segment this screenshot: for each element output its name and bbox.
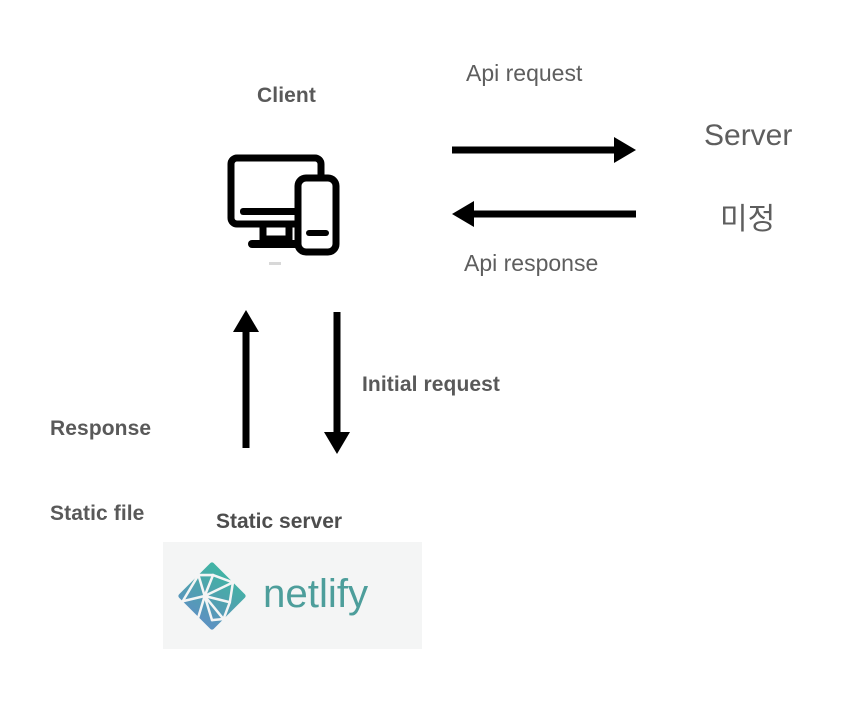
response-static-file-label-line2: Static file — [50, 501, 145, 525]
api-response-arrow — [446, 196, 642, 237]
netlify-wordmark-text: netlify — [263, 571, 369, 616]
client-node-label: Client — [257, 84, 316, 107]
server-node-sublabel: 미정 — [720, 203, 776, 236]
initial-request-arrow — [319, 308, 355, 463]
netlify-wordmark: netlify — [263, 571, 369, 616]
icon-artifact-mark — [269, 262, 281, 265]
api-request-edge-label: Api request — [466, 60, 583, 86]
desktop-and-mobile-devices-icon — [226, 152, 356, 262]
response-static-file-label-line1: Response — [50, 416, 152, 440]
static-server-node-label: Static server — [216, 510, 343, 533]
server-node-label: Server — [704, 119, 793, 152]
netlify-diamond-logo-icon — [178, 561, 246, 630]
response-static-file-arrow — [228, 306, 264, 457]
static-server-logo-panel: netlify — [163, 542, 422, 649]
api-response-edge-label: Api response — [464, 250, 599, 276]
initial-request-edge-label: Initial request — [362, 373, 501, 396]
api-request-arrow — [446, 132, 642, 173]
response-static-file-edge-label: Response Static file — [50, 358, 151, 585]
